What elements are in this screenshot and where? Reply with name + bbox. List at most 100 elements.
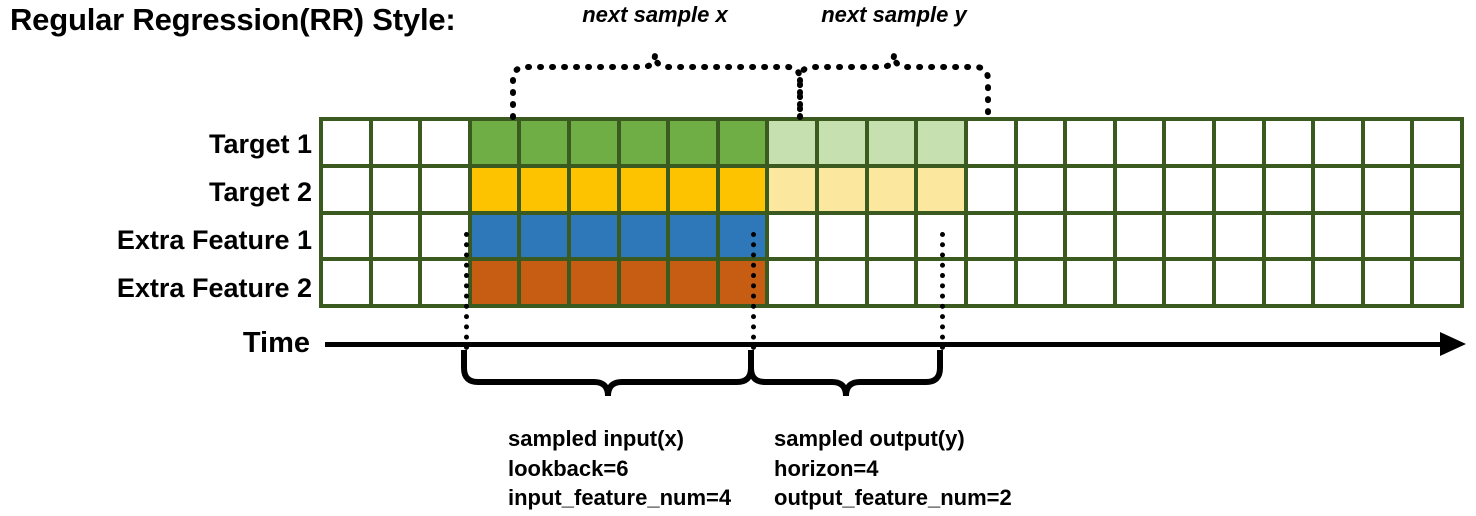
grid-cell-extra-feature-2-21	[1364, 261, 1411, 304]
grid-cell-target-2-14	[1017, 167, 1064, 211]
grid-cell-extra-feature-2-17	[1166, 261, 1212, 304]
row-label-extra-feature-1: Extra Feature 1	[116, 225, 312, 255]
grid-cell-target-2-16	[1116, 167, 1163, 211]
grid-cell-extra-feature-1-15	[1067, 214, 1113, 258]
grid-cell-target-2-11	[868, 167, 915, 211]
page-title: Regular Regression(RR) Style:	[10, 2, 456, 37]
grid-cell-target-2-3	[471, 167, 518, 211]
grid-cell-target-1-5	[571, 121, 617, 164]
grid-cell-extra-feature-2-0	[323, 261, 369, 304]
grid-cell-target-2-2	[422, 167, 468, 211]
grid-cell-target-1-9	[769, 121, 816, 164]
grid-cell-extra-feature-1-8	[719, 214, 766, 258]
row-label-target-1: Target 1	[208, 129, 312, 159]
grid-cell-extra-feature-2-10	[819, 261, 865, 304]
row-label-column: Target 1 Target 2 Extra Feature 1 Extra …	[0, 117, 312, 308]
time-axis-arrow-icon	[1440, 332, 1466, 356]
grid-cell-target-1-16	[1116, 121, 1163, 164]
grid-cell-target-2-13	[967, 167, 1014, 211]
grid-cell-extra-feature-1-14	[1017, 214, 1064, 258]
caption-sampled-output-line-2: horizon=4	[774, 455, 879, 481]
grid-cell-target-2-19	[1265, 167, 1312, 211]
grid-cell-target-1-22	[1414, 121, 1460, 164]
grid-cell-target-2-1	[372, 167, 419, 211]
grid-cell-extra-feature-1-2	[422, 214, 468, 258]
solid-brace-sampled-output	[748, 350, 943, 397]
grid-cell-extra-feature-1-7	[670, 214, 716, 258]
grid-cell-extra-feature-2-8	[719, 261, 766, 304]
row-label-target-2: Target 2	[208, 177, 312, 207]
grid-cell-extra-feature-1-3	[471, 214, 518, 258]
grid-cell-target-1-7	[670, 121, 716, 164]
grid-cell-target-1-13	[967, 121, 1014, 164]
caption-sampled-input-line-1: sampled input(x)	[508, 426, 685, 451]
grid-cell-target-1-14	[1017, 121, 1064, 164]
grid-cell-extra-feature-1-18	[1215, 214, 1262, 258]
grid-cell-target-2-6	[620, 167, 667, 211]
time-axis-label: Time	[242, 327, 310, 359]
grid-cell-target-2-18	[1215, 167, 1262, 211]
grid-cell-extra-feature-2-20	[1315, 261, 1361, 304]
grid-cell-target-2-10	[819, 167, 865, 211]
grid-cell-target-2-9	[769, 167, 816, 211]
dotted-brace-next-sample-y	[797, 53, 991, 120]
grid-cell-extra-feature-1-16	[1116, 214, 1163, 258]
grid-cell-extra-feature-2-9	[769, 261, 816, 304]
grid-cell-target-2-21	[1364, 167, 1411, 211]
guide-line-output-end	[940, 232, 945, 350]
grid-cell-extra-feature-1-11	[868, 214, 915, 258]
grid-cell-target-1-21	[1364, 121, 1411, 164]
grid-cell-extra-feature-2-5	[571, 261, 617, 304]
grid-cell-target-2-15	[1067, 167, 1113, 211]
grid-cell-extra-feature-1-10	[819, 214, 865, 258]
grid-cell-extra-feature-2-16	[1116, 261, 1163, 304]
grid-cell-extra-feature-2-3	[471, 261, 518, 304]
timeseries-grid	[319, 117, 1464, 308]
grid-cell-target-1-4	[521, 121, 568, 164]
grid-cell-target-1-8	[719, 121, 766, 164]
grid-cell-extra-feature-1-20	[1315, 214, 1361, 258]
grid-cell-target-1-1	[372, 121, 419, 164]
grid-cell-target-1-20	[1315, 121, 1361, 164]
grid-cell-target-2-4	[521, 167, 568, 211]
grid-cell-extra-feature-1-21	[1364, 214, 1411, 258]
grid-cell-extra-feature-1-13	[967, 214, 1014, 258]
grid-cell-target-1-2	[422, 121, 468, 164]
grid-cell-extra-feature-2-6	[620, 261, 667, 304]
grid-cell-extra-feature-2-14	[1017, 261, 1064, 304]
grid-cell-extra-feature-2-2	[422, 261, 468, 304]
grid-cell-target-2-5	[571, 167, 617, 211]
solid-brace-sampled-input	[461, 350, 754, 397]
grid-cell-extra-feature-2-4	[521, 261, 568, 304]
caption-sampled-output-line-1: sampled output(y)	[774, 426, 965, 451]
grid-cell-target-1-3	[471, 121, 518, 164]
grid-cell-extra-feature-2-19	[1265, 261, 1312, 304]
grid-cell-target-1-11	[868, 121, 915, 164]
grid-cell-target-2-0	[323, 167, 369, 211]
grid-cell-target-1-19	[1265, 121, 1312, 164]
caption-sampled-input-line-3: input_feature_num=4	[508, 485, 732, 511]
guide-line-input-start	[464, 232, 469, 350]
grid-cell-target-2-20	[1315, 167, 1361, 211]
grid-cell-target-1-0	[323, 121, 369, 164]
grid-cell-extra-feature-1-5	[571, 214, 617, 258]
grid-cell-extra-feature-1-17	[1166, 214, 1212, 258]
caption-sampled-input-line-2: lookback=6	[508, 455, 629, 481]
row-label-extra-feature-2: Extra Feature 2	[116, 273, 312, 303]
guide-line-input-end	[751, 232, 756, 350]
grid-cell-extra-feature-1-22	[1414, 214, 1460, 258]
grid-cell-target-2-7	[670, 167, 716, 211]
grid-cell-extra-feature-2-22	[1414, 261, 1460, 304]
grid-cell-extra-feature-1-4	[521, 214, 568, 258]
grid-cell-target-1-15	[1067, 121, 1113, 164]
grid-cell-target-2-22	[1414, 167, 1460, 211]
grid-cell-extra-feature-2-7	[670, 261, 716, 304]
grid-cell-target-2-8	[719, 167, 766, 211]
caption-sampled-output-line-3: output_feature_num=2	[774, 485, 1012, 511]
label-next-sample-x: next sample x	[582, 2, 728, 27]
grid-cell-target-2-17	[1166, 167, 1212, 211]
grid-cell-target-1-18	[1215, 121, 1262, 164]
grid-cell-extra-feature-1-9	[769, 214, 816, 258]
grid-cell-target-1-10	[819, 121, 865, 164]
